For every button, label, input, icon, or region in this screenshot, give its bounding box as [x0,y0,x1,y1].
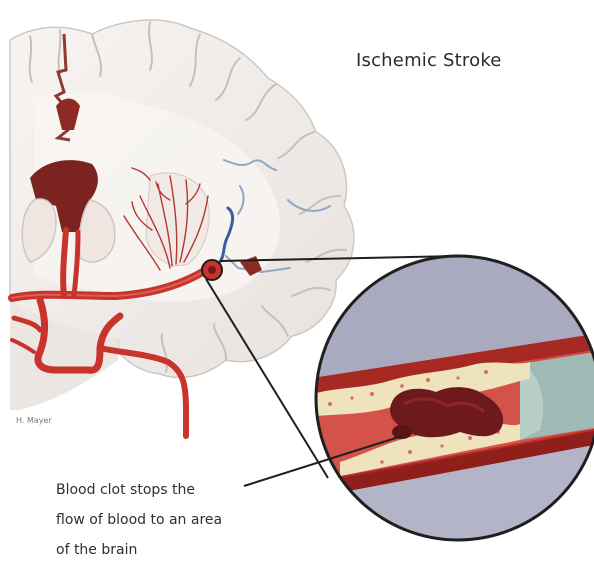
anterior-cerebral-artery [63,230,66,296]
caption-line: flow of blood to an area [56,505,222,535]
caption-line: of the brain [56,535,222,565]
brain-cross-section [10,20,354,436]
artist-credit: H. Mayer [16,416,52,425]
diagram-title: Ischemic Stroke [356,50,502,71]
magnified-artery-view [300,250,594,550]
caption: Blood clot stops the flow of blood to an… [56,475,222,565]
caption-line: Blood clot stops the [56,475,222,505]
